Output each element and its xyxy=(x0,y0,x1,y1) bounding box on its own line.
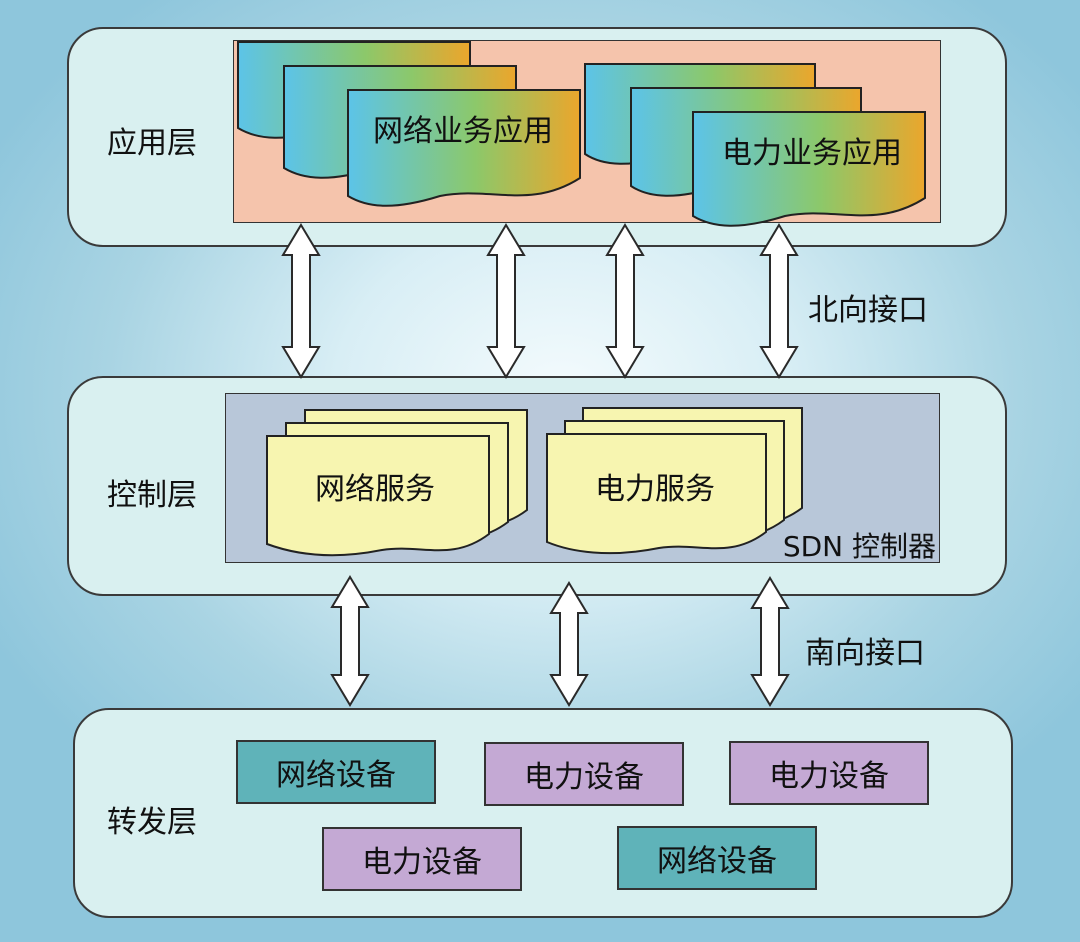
southbound-arrow-2 xyxy=(549,581,589,707)
network-service-label: 网络服务 xyxy=(315,472,435,507)
app-doc-front xyxy=(347,89,581,207)
forwarding-layer-label: 转发层 xyxy=(107,805,197,840)
southbound-arrow-1 xyxy=(330,575,370,707)
power-device-3: 电力设备 xyxy=(322,827,522,891)
network-app-label: 网络业务应用 xyxy=(373,114,553,149)
control-layer-label: 控制层 xyxy=(107,478,197,513)
power-device-2: 电力设备 xyxy=(729,741,929,805)
net-svc-doc-front xyxy=(266,435,490,557)
power-device-1: 电力设备 xyxy=(484,742,684,806)
northbound-arrow-4 xyxy=(759,223,799,379)
network-device-1: 网络设备 xyxy=(236,740,436,804)
northbound-arrow-2 xyxy=(486,223,526,379)
northbound-interface-label: 北向接口 xyxy=(808,293,928,328)
pwr-svc-doc-front xyxy=(546,433,767,555)
southbound-interface-label: 南向接口 xyxy=(805,636,925,671)
northbound-arrow-3 xyxy=(605,223,645,379)
network-device-2: 网络设备 xyxy=(617,826,817,890)
power-app-doc-front xyxy=(692,111,926,227)
power-app-label: 电力业务应用 xyxy=(722,136,902,171)
southbound-arrow-3 xyxy=(750,576,790,707)
northbound-arrow-1 xyxy=(281,223,321,379)
power-service-label: 电力服务 xyxy=(595,472,715,507)
sdn-controller-label: SDN 控制器 xyxy=(783,530,936,563)
application-layer-label: 应用层 xyxy=(107,126,197,161)
